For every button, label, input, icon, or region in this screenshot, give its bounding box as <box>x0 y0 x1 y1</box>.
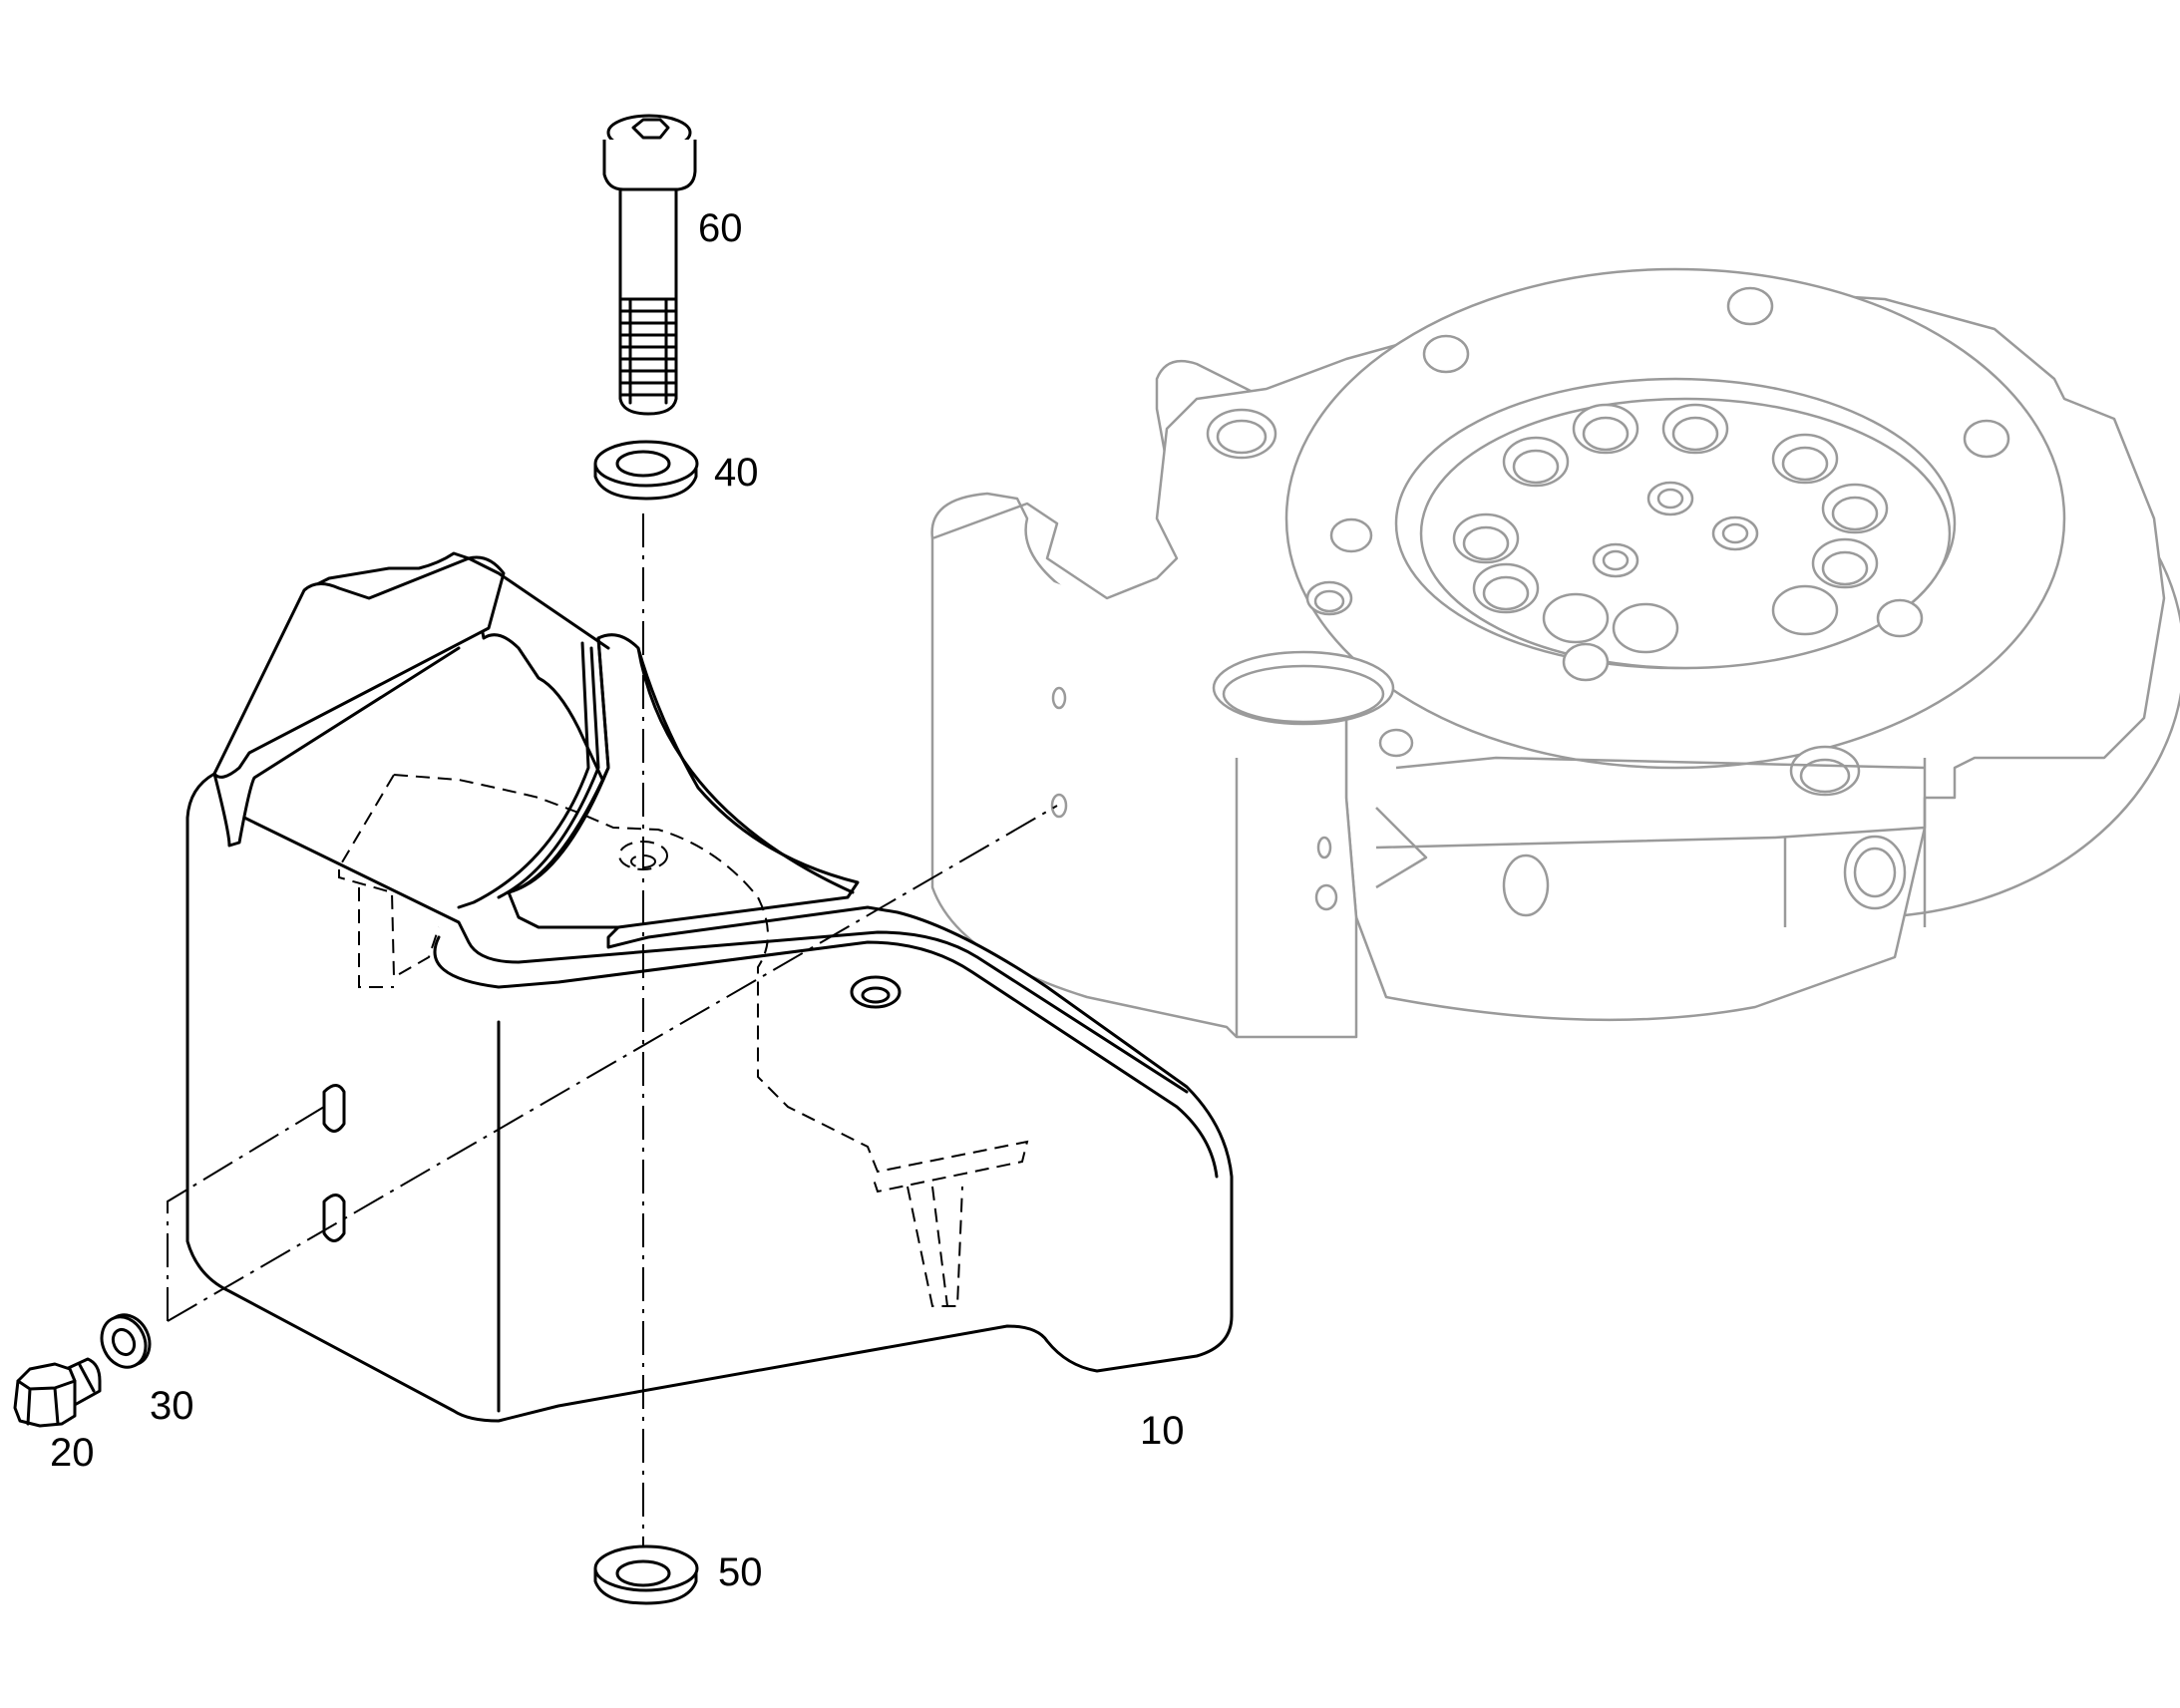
centre-lines <box>167 513 1058 1575</box>
callout-20: 20 <box>50 1431 95 1475</box>
callout-40: 40 <box>714 451 759 495</box>
callout-10: 10 <box>1140 1409 1185 1453</box>
mount-slot-lower <box>322 1194 346 1242</box>
socket-head-bolt-item-60 <box>602 114 697 416</box>
callouts: 60 40 30 20 10 50 <box>50 206 1185 1594</box>
mount-slot-upper <box>322 1084 346 1133</box>
cover-top-left-face <box>212 555 506 779</box>
washer-item-30 <box>100 1313 152 1369</box>
bolt-hex-socket <box>631 118 670 140</box>
bolt-shank <box>618 187 678 416</box>
inner-bolt-ring <box>1452 403 1889 654</box>
washer-item-50 <box>593 1544 699 1605</box>
cover-guard-item-10 <box>185 551 1234 1423</box>
callout-30: 30 <box>150 1384 194 1428</box>
hex-bolt-item-20 <box>13 1357 102 1428</box>
reference-housing <box>930 267 2180 1039</box>
cover-body <box>185 551 1234 1423</box>
callout-60: 60 <box>698 206 743 250</box>
callout-50: 50 <box>718 1550 763 1594</box>
bracket-hole-lower <box>1050 793 1068 819</box>
washer-item-40 <box>593 440 699 501</box>
bracket-hole-upper <box>1051 686 1067 710</box>
